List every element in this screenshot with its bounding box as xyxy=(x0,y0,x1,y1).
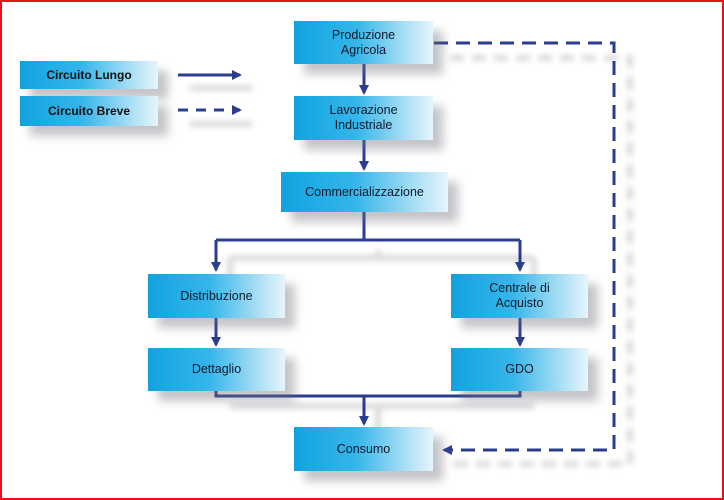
node-lavorazione-industriale-label: Lavorazione Industriale xyxy=(329,103,398,132)
legend-short-circuit: Circuito Breve xyxy=(20,96,158,126)
node-gdo: GDO xyxy=(451,348,588,391)
node-commercializzazione-label: Commercializzazione xyxy=(305,184,424,199)
node-dettaglio-label: Dettaglio xyxy=(191,362,242,376)
node-distribuzione: Distribuzione xyxy=(148,274,285,318)
short-circuit-dashed-path xyxy=(434,41,616,455)
node-centrale-di-acquisto: Centrale di Acquisto xyxy=(451,274,588,318)
node-gdo-label: GDO xyxy=(505,362,534,376)
node-consumo: Consumo xyxy=(294,427,433,471)
node-dettaglio: Dettaglio xyxy=(148,348,285,391)
node-commercializzazione: Commercializzazione xyxy=(281,172,448,212)
merge-connector xyxy=(214,391,522,398)
node-produzione-agricola: Produzione Agricola xyxy=(294,21,433,64)
legend-long-circuit-label: Circuito Lungo xyxy=(46,67,132,82)
legend-long-circuit: Circuito Lungo xyxy=(20,61,158,89)
node-consumo-label: Consumo xyxy=(336,441,391,456)
branch-connector xyxy=(216,212,520,242)
legend-short-circuit-label: Circuito Breve xyxy=(47,103,131,118)
node-lavorazione-industriale: Lavorazione Industriale xyxy=(294,96,433,140)
node-distribuzione-label: Distribuzione xyxy=(180,288,253,303)
node-centrale-di-acquisto-label: Centrale di Acquisto xyxy=(489,281,550,310)
node-produzione-agricola-label: Produzione Agricola xyxy=(331,27,396,57)
